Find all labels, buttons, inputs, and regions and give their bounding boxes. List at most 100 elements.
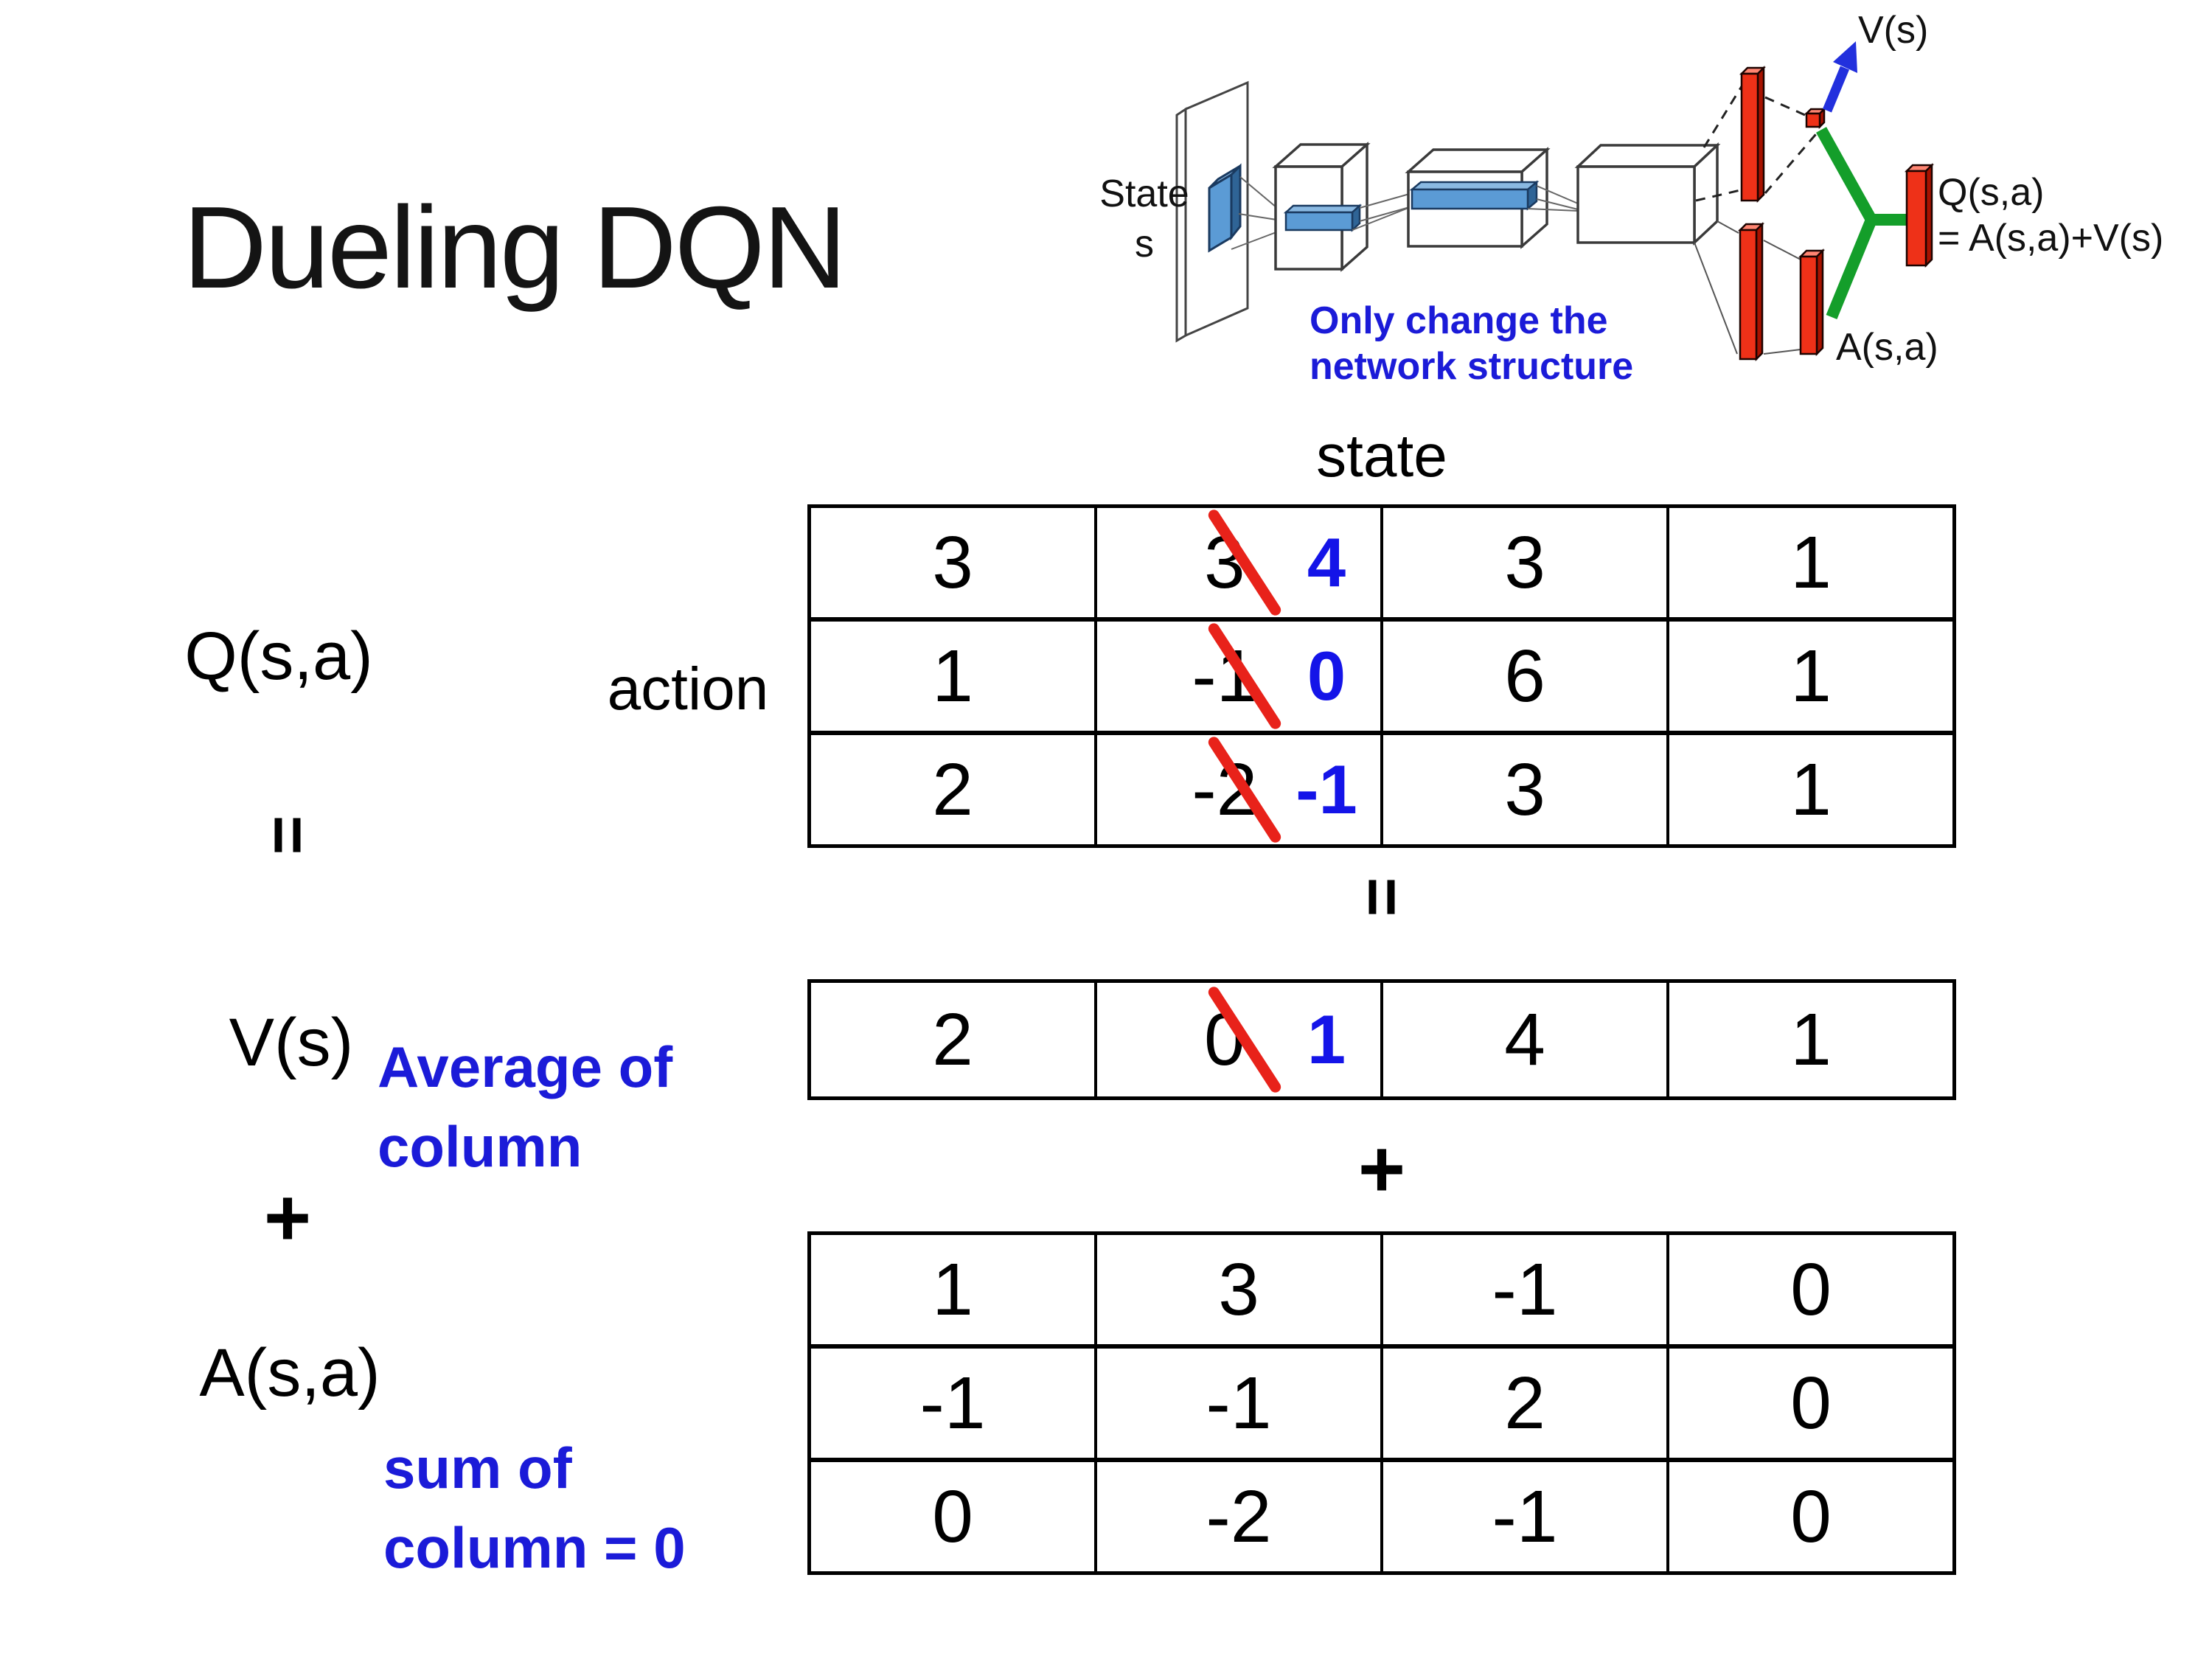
cell-value: -2: [1206, 1475, 1272, 1558]
cell-value: 3: [1218, 1248, 1259, 1331]
dashed-connection: [1764, 129, 1821, 194]
feature-bar1-top: [1283, 204, 1363, 214]
q-output-bar: [1905, 170, 1927, 267]
sum-note: sum of column = 0: [383, 1429, 686, 1587]
cell-value: -1: [919, 1361, 986, 1444]
equals-left-glyph: =: [250, 815, 326, 855]
table-cell: 1: [1666, 735, 1952, 844]
q-output-formula: = A(s,a)+V(s): [1938, 217, 2163, 260]
plus-left: +: [263, 1172, 312, 1263]
cell-value: 3: [1504, 521, 1545, 604]
table-cell: -2: [1094, 1462, 1380, 1571]
dashed-connection: [1764, 96, 1806, 116]
cell-value: 0: [1790, 1248, 1832, 1331]
table-cell: 2: [811, 983, 1094, 1096]
state-input-label: State: [1099, 173, 1189, 215]
table-cell: 1: [811, 1235, 1094, 1344]
table-cell: 3: [1094, 1235, 1380, 1344]
action-header: action: [607, 655, 769, 723]
input-sheet-side: [1175, 107, 1187, 343]
connection-line: [1359, 206, 1413, 222]
cell-value: 4: [1504, 998, 1545, 1081]
table-cell: 0: [1666, 1349, 1952, 1458]
connection-line: [1359, 192, 1413, 209]
table-cell: -1: [811, 1349, 1094, 1458]
cell-corrected-value: 4: [1307, 524, 1346, 601]
table-cell: -1: [1380, 1235, 1666, 1344]
state-input-label-s: s: [1135, 223, 1154, 265]
a-matrix-label: A(s,a): [199, 1335, 380, 1411]
table-cell: 3: [1380, 735, 1666, 844]
cell-value: 3: [932, 521, 973, 604]
table-cell: 1: [1666, 983, 1952, 1096]
v-arrow: [1822, 66, 1850, 113]
aggregate-edge-v: [1816, 127, 1877, 223]
connection-line: [1352, 206, 1413, 231]
cell-value: 1: [1790, 748, 1832, 831]
cell-value: 1: [1790, 998, 1832, 1081]
table-cell: 0: [1666, 1235, 1952, 1344]
cell-value: 2: [932, 748, 973, 831]
table-row: 1 3 -1 0: [811, 1235, 1952, 1344]
connection-line: [1763, 240, 1801, 260]
connection-line: [1527, 208, 1579, 212]
v-matrix-label: V(s): [229, 1005, 354, 1080]
page-title: Dueling DQN: [183, 183, 847, 313]
table-cell: -2-1: [1094, 734, 1380, 845]
table-cell: 1: [1666, 508, 1952, 617]
connection-line: [1536, 185, 1579, 204]
connection-line: [1763, 349, 1801, 355]
table-cell: 4: [1380, 983, 1666, 1096]
conv-patch-side: [1230, 163, 1242, 241]
plus-middle: +: [1357, 1124, 1406, 1214]
average-note-line2: column: [378, 1113, 582, 1179]
table-cell: 3: [811, 508, 1094, 617]
aggregate-edge-a: [1826, 217, 1877, 320]
table-cell: 6: [1380, 622, 1666, 731]
cell-value: 1: [932, 634, 973, 717]
feature-bar1: [1284, 211, 1354, 232]
cell-value: 2: [1504, 1361, 1545, 1444]
average-note-line1: Average of: [378, 1034, 673, 1099]
cell-value: 2: [932, 998, 973, 1081]
table-cell: -1: [1380, 1462, 1666, 1571]
diagram-note-line2: network structure: [1310, 345, 1633, 388]
connection-line: [1694, 242, 1738, 355]
average-note: Average of column: [378, 1028, 672, 1186]
diagram-note-line1: Only change the: [1310, 299, 1608, 342]
a-output-label: A(s,a): [1836, 326, 1938, 369]
v-output-label: V(s): [1858, 9, 1928, 52]
table-cell: 3: [1380, 508, 1666, 617]
connection-line: [1717, 220, 1739, 234]
cell-value: 1: [1790, 634, 1832, 717]
v-arrow-head: [1833, 41, 1857, 73]
cell-value: 0: [1790, 1361, 1832, 1444]
table-cell: 1: [1666, 622, 1952, 731]
sum-note-line1: sum of: [383, 1436, 572, 1500]
dashed-connection: [1703, 83, 1745, 148]
equals-middle: =: [807, 861, 1956, 932]
equals-left: =: [221, 799, 354, 870]
cell-value: 0: [932, 1475, 973, 1558]
cell-value: -1: [1492, 1475, 1558, 1558]
a-output-bar: [1799, 255, 1818, 355]
cell-corrected-value: 1: [1307, 1001, 1346, 1078]
q-matrix-label: Q(s,a): [184, 619, 373, 694]
equals-middle-glyph: =: [1344, 877, 1420, 917]
table-cell: 2: [811, 735, 1094, 844]
cell-value: 1: [932, 1248, 973, 1331]
q-output-label: Q(s,a): [1938, 171, 2044, 214]
value-layer-bar: [1740, 72, 1759, 202]
